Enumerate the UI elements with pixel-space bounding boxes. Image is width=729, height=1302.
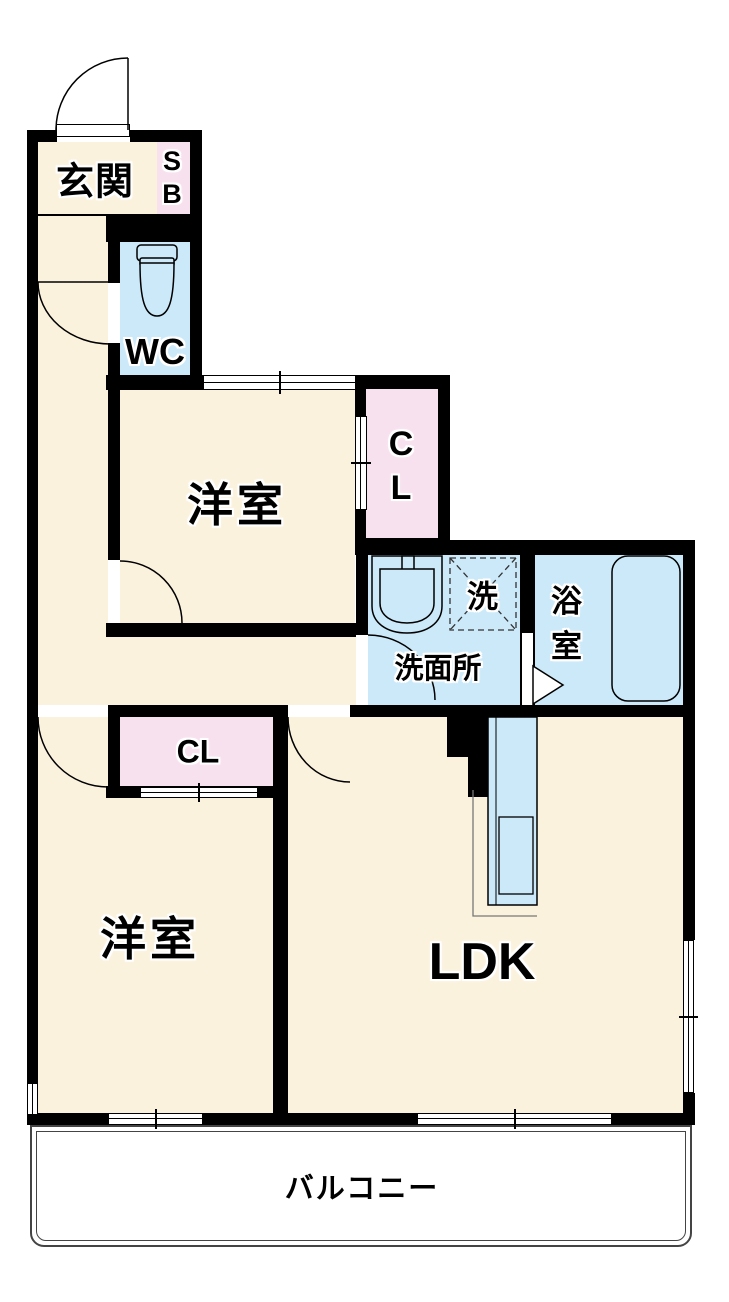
- entrance-door-leaf: [56, 124, 130, 137]
- wall-wc-top: [106, 215, 202, 242]
- kitchen-counter-icon: [472, 716, 538, 917]
- bedroom1-door-opening: [108, 560, 120, 623]
- wall-right-upper: [190, 130, 202, 390]
- room-genkan: [38, 142, 157, 215]
- wall-right-corner: [683, 1093, 695, 1125]
- bathtub-icon: [611, 555, 681, 702]
- washer-label: 洗: [467, 579, 499, 615]
- wall-wc-left-a: [108, 242, 120, 283]
- room-closet2: [120, 717, 273, 786]
- genkan-label: 玄関: [55, 161, 135, 204]
- window-tick: [155, 1109, 157, 1129]
- entrance-door-swing: [55, 57, 129, 131]
- bedroom2-door-opening: [38, 705, 108, 717]
- wall-right-bath: [683, 540, 695, 717]
- washroom-door-swing: [367, 634, 436, 701]
- balcony-area: [30, 1125, 692, 1247]
- room-bedroom1: [120, 390, 355, 623]
- sink-icon: [371, 555, 443, 634]
- balcony-inner-line: [36, 1131, 686, 1241]
- wall-closet1-right: [438, 375, 450, 555]
- bath-door-opening: [522, 633, 533, 705]
- wall-bedroom1-left: [108, 390, 120, 560]
- bathroom-label: 浴 室: [551, 584, 583, 664]
- bedroom1-door-swing: [119, 560, 183, 624]
- toilet-icon: [136, 244, 178, 317]
- wc-door-opening: [108, 283, 120, 343]
- closet1-label: C L: [388, 425, 414, 507]
- wall-closet2-left: [108, 717, 120, 786]
- ldk-door-opening: [288, 705, 350, 717]
- genkan-step-line: [38, 214, 190, 216]
- wall-kitchen-chunk-a: [447, 717, 488, 757]
- washroom-door-opening: [356, 635, 368, 705]
- folding-door-triangle: [532, 664, 565, 706]
- washroom-label: 洗面所: [394, 653, 482, 685]
- door-tick: [198, 783, 200, 802]
- shoebox-label: S B: [162, 146, 182, 209]
- wall-bedroom1-bottom: [106, 623, 368, 637]
- wall-bedroom1-top: [106, 375, 203, 390]
- ldk-label: LDK: [428, 933, 536, 991]
- bedroom2-left-window: [27, 1083, 38, 1115]
- window-tick: [279, 371, 281, 394]
- hall-lower: [108, 637, 356, 705]
- wall-wc-left-b: [108, 343, 120, 377]
- wall-room-divider: [273, 717, 288, 1125]
- wc-label: WC: [125, 331, 185, 372]
- wall-closet1-bottom: [356, 538, 450, 555]
- washing-machine-icon: [449, 557, 517, 631]
- wall-mid-band: [27, 705, 695, 717]
- window-tick: [514, 1109, 516, 1129]
- wall-kitchen-chunk-b: [468, 757, 488, 797]
- wall-washroom-left: [356, 555, 368, 635]
- room-closet1: [366, 389, 438, 538]
- bedroom1-label: 洋室: [187, 479, 287, 531]
- bedroom2-door-swing: [37, 716, 109, 788]
- door-tick: [351, 462, 371, 464]
- room-shoebox: [157, 142, 190, 215]
- wall-wet-top: [450, 540, 695, 555]
- window-tick: [679, 1016, 698, 1018]
- closet2-label: CL: [176, 733, 220, 770]
- ldk-door-swing: [287, 716, 351, 783]
- balcony-label: バルコニー: [284, 1173, 440, 1205]
- hall-corridor: [38, 215, 108, 705]
- wall-left: [27, 130, 38, 1083]
- wc-door-swing: [37, 281, 111, 345]
- wall-right-ldk: [683, 717, 695, 940]
- bedroom2-label: 洋室: [100, 913, 200, 965]
- wall-closet1-top: [356, 375, 450, 389]
